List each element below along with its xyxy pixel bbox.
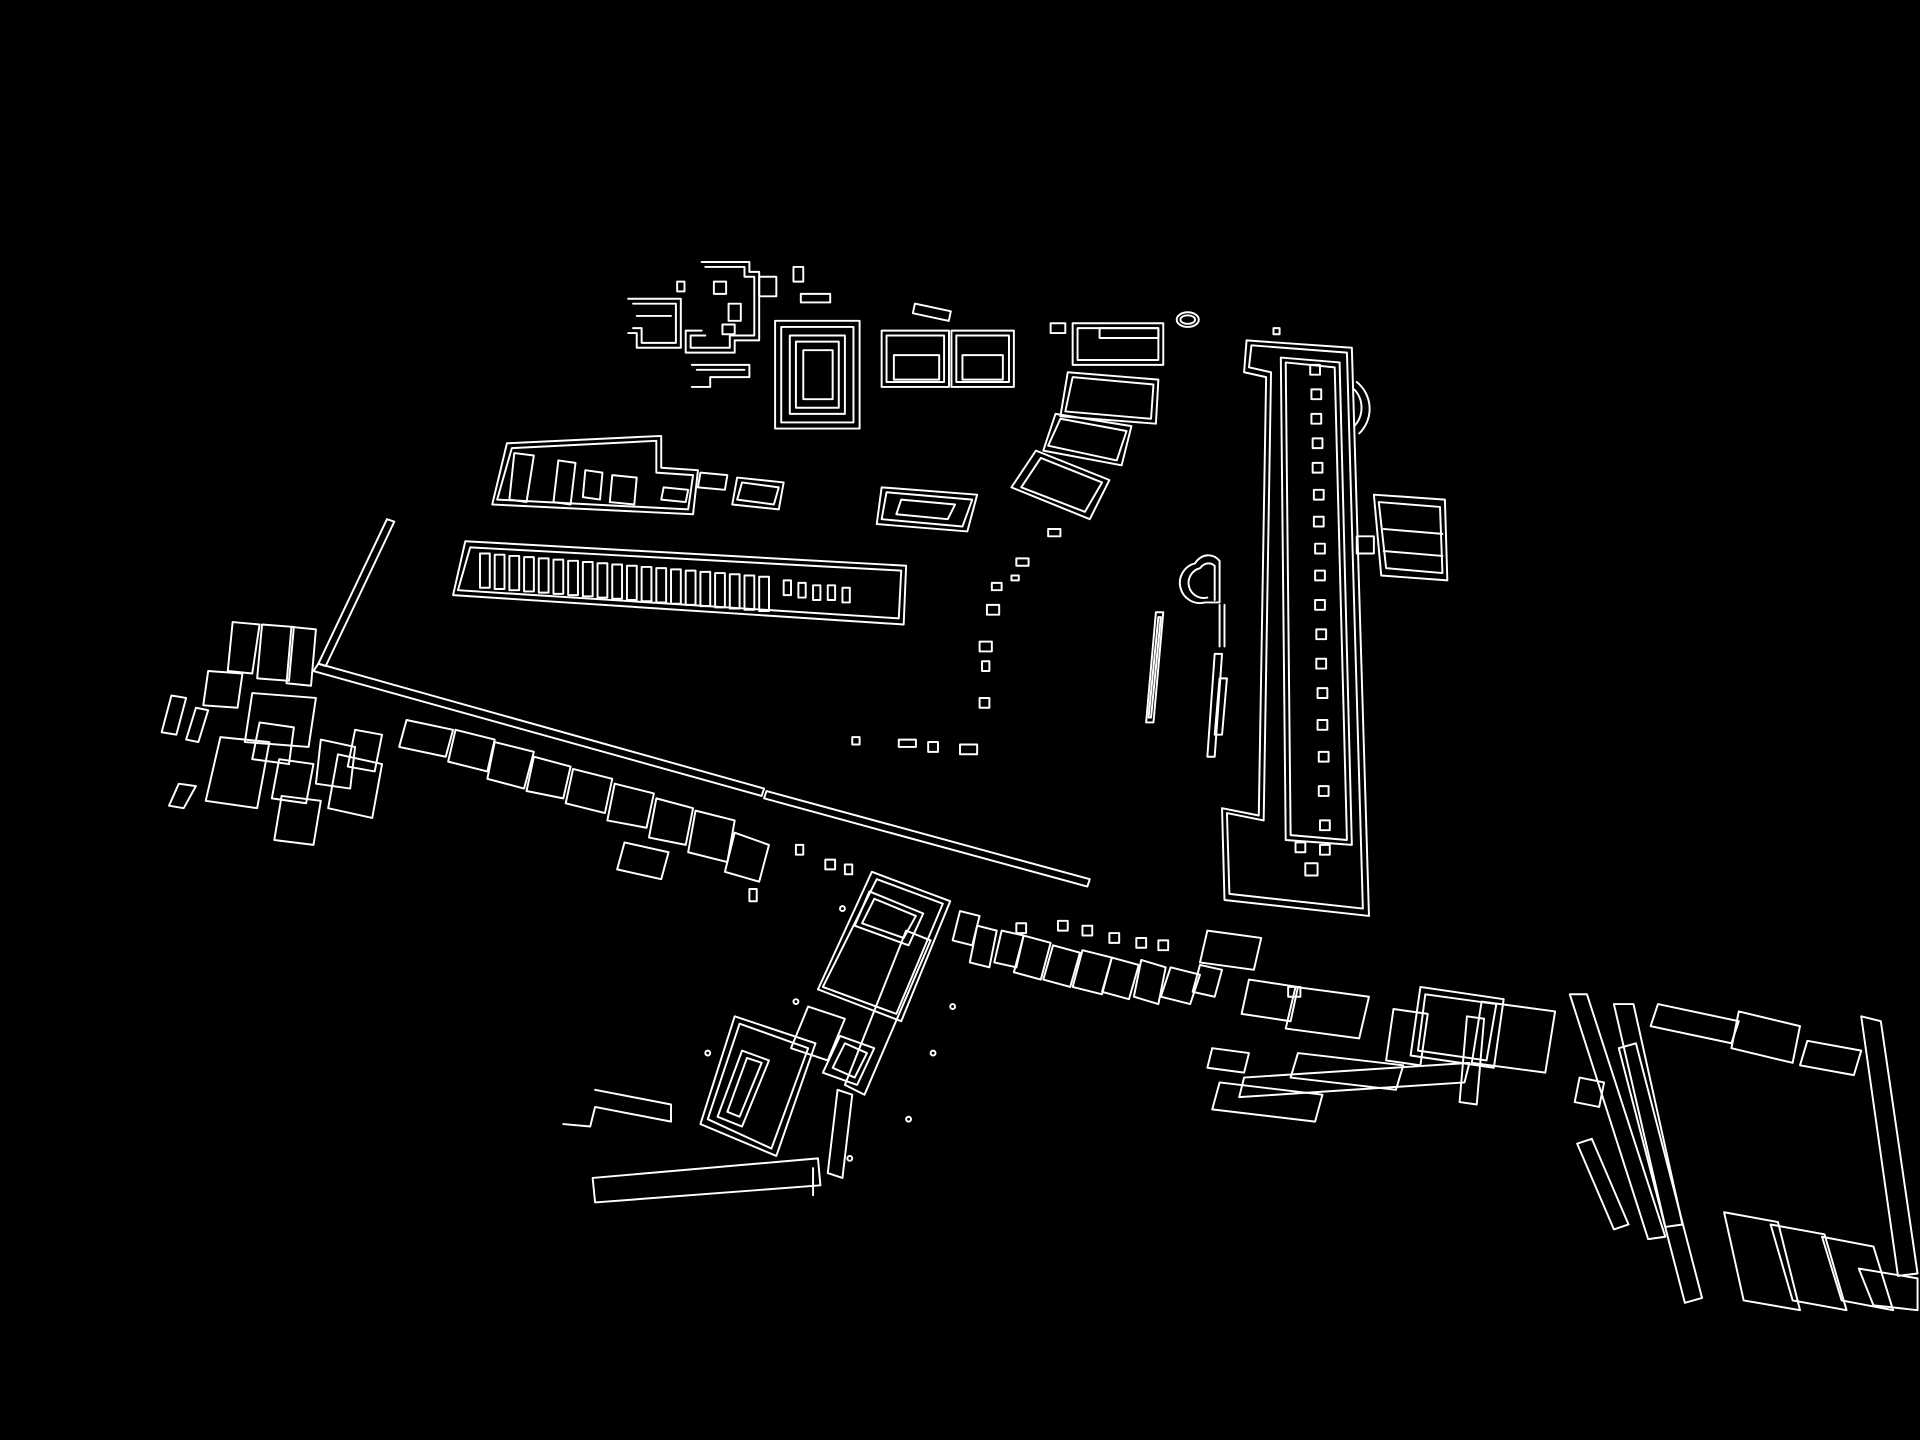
- wall-side-rooms: [398, 719, 854, 903]
- southeast-ruins: [1206, 978, 1557, 1123]
- twin-blocks: [880, 302, 1015, 388]
- stoa-cells: [479, 552, 851, 612]
- west-ruins: [160, 621, 384, 846]
- curved-fragment-row: [851, 528, 1062, 756]
- far-southeast-structures: [1568, 993, 1919, 1312]
- courtyard-building: [774, 319, 861, 430]
- long-stoa: [452, 540, 908, 626]
- pool-block: [875, 486, 979, 533]
- east-shop-row: [951, 910, 1263, 1006]
- apse-and-walls: [1145, 554, 1228, 758]
- west-stepped-building: [491, 434, 785, 516]
- colonnade-pillars: [1294, 363, 1331, 877]
- long-colonnade: [1221, 327, 1449, 917]
- north-building-cluster: [627, 261, 832, 388]
- stepped-building-group: [1010, 311, 1200, 521]
- long-diagonal-wall: [312, 518, 1091, 888]
- central-pavilion: [562, 870, 957, 1204]
